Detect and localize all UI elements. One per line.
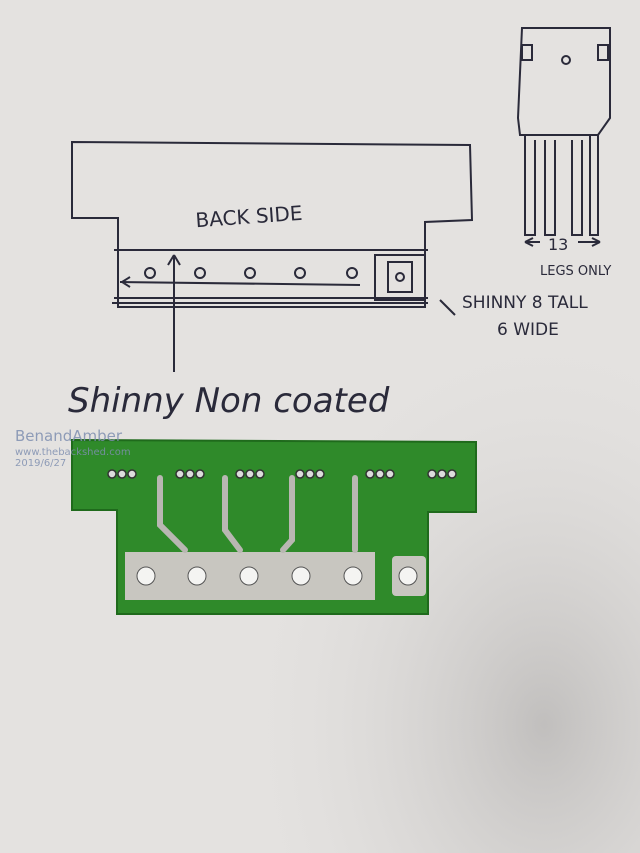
watermark-site: www.thebackshed.com bbox=[15, 447, 131, 458]
pcb-board bbox=[71, 438, 477, 615]
wide-label: 6 WIDE bbox=[497, 320, 559, 340]
leg-dimension: 13 bbox=[548, 235, 568, 254]
watermark-name: BenandAmber bbox=[15, 427, 123, 445]
watermark-date: 2019/6/27 bbox=[15, 458, 67, 469]
legs-only-label: LEGS ONLY bbox=[540, 264, 611, 279]
transistor-drawing bbox=[516, 27, 611, 247]
caption: Shinny Non coated bbox=[68, 381, 390, 421]
shinny-tall-label: SHINNY 8 TALL bbox=[462, 293, 588, 313]
backside-drawing bbox=[71, 140, 474, 372]
